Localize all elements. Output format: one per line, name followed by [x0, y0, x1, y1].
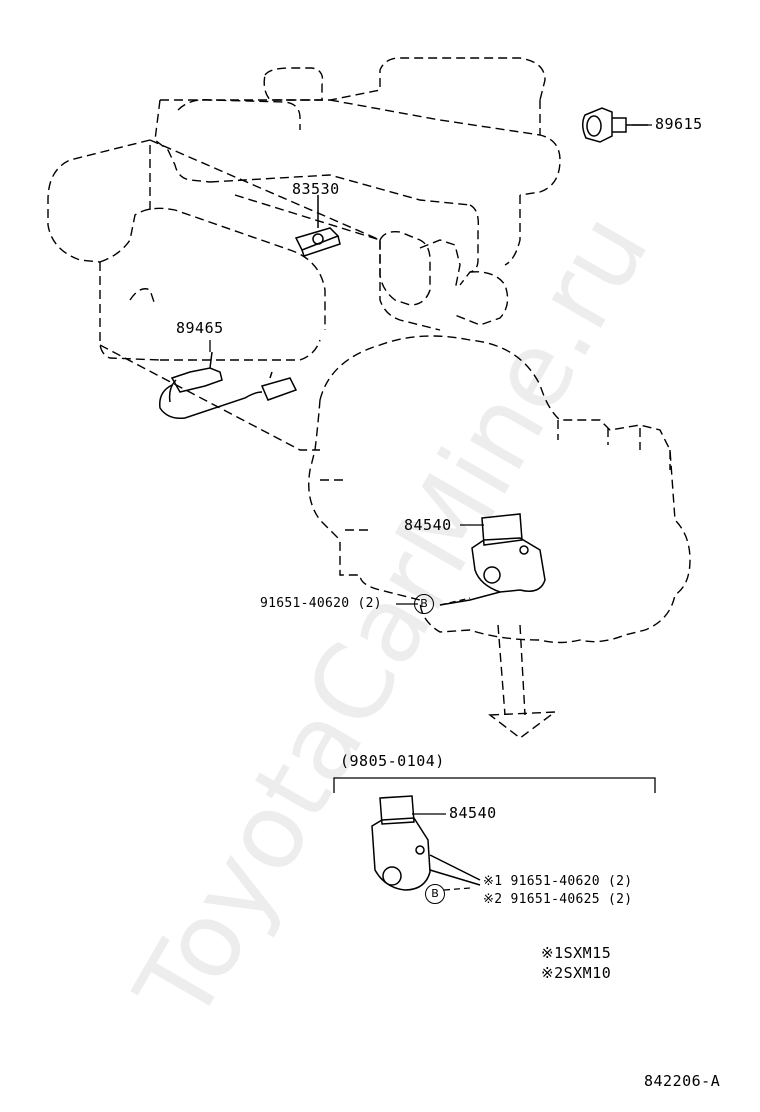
- reference-circle-b: B: [414, 594, 434, 614]
- variant-note-1[interactable]: ※1 91651-40620 (2): [483, 875, 632, 888]
- part-number-89615[interactable]: 89615: [655, 115, 703, 133]
- part-number-83530[interactable]: 83530: [292, 180, 340, 198]
- engine-outline: [47, 57, 691, 739]
- legend-symbol-2: ※2: [541, 964, 564, 982]
- neutral-switch-84540-variant: [371, 795, 481, 891]
- neutral-switch-84540-top: [439, 513, 546, 606]
- part-number-84540-variant[interactable]: 84540: [449, 804, 497, 822]
- note1-part: 91651-40620 (2): [510, 874, 633, 889]
- leader-lines: [209, 124, 656, 891]
- legend-row-2: ※2SXM10: [541, 966, 611, 981]
- legend-symbol-1: ※1: [541, 944, 564, 962]
- part-number-89465[interactable]: 89465: [176, 319, 224, 337]
- diagram-id: 842206-A: [644, 1072, 721, 1090]
- switch-83530: [294, 195, 341, 257]
- oxygen-sensor-89465: [159, 351, 298, 420]
- legend-text-2: SXM10: [563, 964, 612, 982]
- reference-circle-b-variant: B: [425, 884, 445, 904]
- note1-symbol: ※1: [483, 874, 503, 889]
- legend-row-1: ※1SXM15: [541, 946, 611, 961]
- part-number-84540-top[interactable]: 84540: [404, 516, 452, 534]
- bolt-part-number[interactable]: 91651-40620 (2): [260, 596, 382, 611]
- note2-symbol: ※2: [483, 892, 503, 907]
- part-sketches: [159, 107, 648, 891]
- variant-period: (9805-0104): [340, 752, 445, 770]
- note2-part: 91651-40625 (2): [510, 892, 633, 907]
- legend-text-1: SXM15: [563, 944, 612, 962]
- variant-note-2[interactable]: ※2 91651-40625 (2): [483, 893, 632, 906]
